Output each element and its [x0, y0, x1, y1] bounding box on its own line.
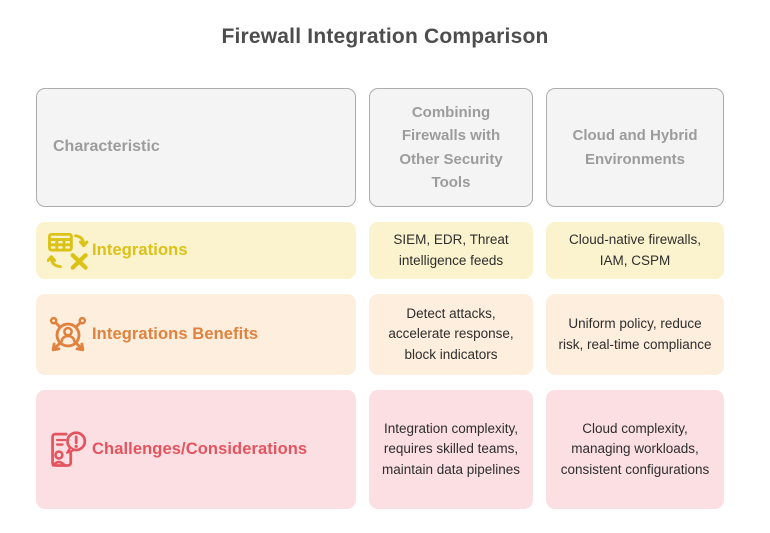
row-label-challenges: Challenges/Considerations	[36, 390, 356, 509]
row-label-text: Integrations Benefits	[92, 325, 259, 343]
cell-challenges-combining: Integration complexity, requires skilled…	[369, 390, 533, 509]
row-label-integrations-benefits: Integrations Benefits	[36, 294, 356, 375]
column-header-combining-firewalls: Combining Firewalls with Other Security …	[369, 88, 533, 207]
page-title: Firewall Integration Comparison	[221, 25, 549, 48]
comparison-table: Characteristic Combining Firewalls with …	[36, 88, 724, 509]
person-network-icon	[44, 314, 92, 356]
row-label-text: Integrations	[92, 241, 188, 259]
cell-benefits-cloud: Uniform policy, reduce risk, real-time c…	[546, 294, 724, 375]
cell-challenges-cloud: Cloud complexity, managing workloads, co…	[546, 390, 724, 509]
column-header-characteristic: Characteristic	[36, 88, 356, 207]
person-alert-document-icon	[44, 427, 92, 473]
cell-benefits-combining: Detect attacks, accelerate response, blo…	[369, 294, 533, 375]
row-label-integrations: Integrations	[36, 222, 356, 279]
table-sync-icon	[44, 232, 92, 270]
column-header-cloud-hybrid: Cloud and Hybrid Environments	[546, 88, 724, 207]
row-label-text: Challenges/Considerations	[92, 440, 308, 458]
cell-integrations-cloud: Cloud-native firewalls, IAM, CSPM	[546, 222, 724, 279]
cell-integrations-combining: SIEM, EDR, Threat intelligence feeds	[369, 222, 533, 279]
